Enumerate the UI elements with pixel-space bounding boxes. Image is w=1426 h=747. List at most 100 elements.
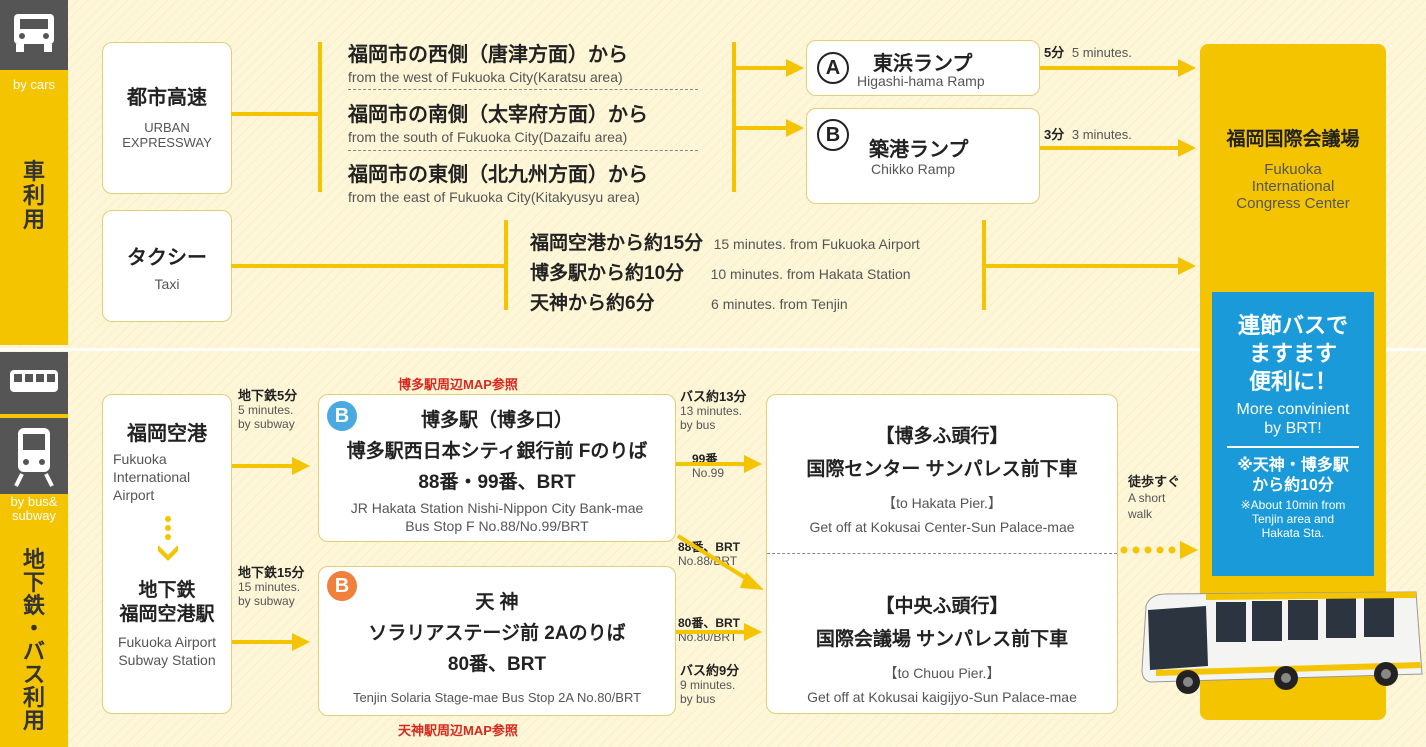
no80-line xyxy=(676,630,746,634)
subway-station-jp-1: 地下鉄 xyxy=(138,580,196,601)
bus9-label: バス約9分 9 minutes. by bus xyxy=(680,663,740,707)
tenjin-stop-en-1: Tenjin Solaria Stage-mae Bus Stop 2A No.… xyxy=(352,690,642,705)
brt-en-1: More convinient xyxy=(1236,401,1350,418)
hakata-map-ref[interactable]: 博多駅周辺MAP参照 xyxy=(398,377,518,392)
destination-en-3: Congress Center xyxy=(1236,195,1350,212)
hakata-pier-en-2: Get off at Kokusai Center-Sun Palace-mae xyxy=(809,519,1075,535)
tenjin-map-ref[interactable]: 天神駅周辺MAP参照 xyxy=(398,723,518,738)
bus-label-en: by bus& subway xyxy=(0,495,68,523)
tenjin-stop-jp-2: ソラリアステージ前 2Aのりば xyxy=(368,623,626,644)
subway15-en-1: 15 minutes. xyxy=(238,580,301,594)
walk-en-1: A short xyxy=(1128,491,1166,505)
chuou-pier-en-2: Get off at Kokusai kaigijyo-Sun Palace-m… xyxy=(807,689,1077,705)
taxi-time-airport-jp: 福岡空港から約15分 xyxy=(530,233,704,254)
hakata-stop-jp-1: 博多駅（博多口） xyxy=(420,410,573,431)
hakata-stop-jp-3: 88番・99番、BRT xyxy=(418,472,576,493)
hakata-pier-jp-1: 【博多ふ頭行】 xyxy=(875,426,1009,447)
airport-box: 福岡空港 Fukuoka International Airport 地下鉄 福… xyxy=(102,394,232,714)
ramp-b-jp: 築港ランプ xyxy=(869,139,969,161)
hakata-stop-jp-2: 博多駅西日本シティ銀行前 Fのりば xyxy=(346,441,648,462)
route-east: 福岡市の東側（北九州方面）から from the east of Fukuoka… xyxy=(348,158,728,205)
down-dotted-arrow-icon xyxy=(158,516,178,561)
taxi-vertical-right xyxy=(982,220,986,310)
destination-label: 福岡国際会議場 Fukuoka International Congress C… xyxy=(1200,124,1386,212)
no99-en: No.99 xyxy=(692,466,725,480)
subway-station-en-1: Fukuoka Airport xyxy=(117,634,217,650)
routes-vertical-right xyxy=(732,42,736,192)
ramp-a-to-dest-arrow xyxy=(1178,59,1196,77)
subway15-label: 地下鉄15分 15 minutes. by subway xyxy=(238,565,305,609)
bus9-jp: バス約9分 xyxy=(680,663,740,678)
bus13-label: バス約13分 13 minutes. by bus xyxy=(680,390,746,433)
urban-expressway-box: 都市高速 URBAN EXPRESSWAY xyxy=(102,42,232,194)
taxi-time-hakata-en: 10 minutes. from Hakata Station xyxy=(710,266,911,282)
ramp-a-time-en: 5 minutes. xyxy=(1071,45,1132,60)
subway-station-en-2: Subway Station xyxy=(118,652,216,668)
taxi-time-airport: 福岡空港から約15分 15 minutes. from Fukuoka Airp… xyxy=(530,228,920,255)
bus-sidebar: by bus& subway 地下鉄・バス利用 xyxy=(0,352,68,747)
hakata-stop-mark: B xyxy=(327,401,357,431)
route-south: 福岡市の南側（太宰府方面）から from the south of Fukuok… xyxy=(348,98,728,145)
bus-icon xyxy=(10,370,58,392)
subway5-line xyxy=(232,464,294,468)
routes-vertical-left xyxy=(318,42,322,192)
chuou-pier-jp-1: 【中央ふ頭行】 xyxy=(875,596,1009,617)
taxi-time-hakata-jp: 博多駅から約10分 xyxy=(530,263,685,284)
bus9-en-2: by bus xyxy=(680,692,716,706)
bus-label-jp: 地下鉄・バス利用 xyxy=(22,547,45,733)
subway5-jp: 地下鉄5分 xyxy=(238,388,298,403)
subway15-jp: 地下鉄15分 xyxy=(238,565,305,580)
no99-label: 99番 No.99 xyxy=(692,452,724,480)
no88-diagonal-arrow xyxy=(676,534,764,590)
ramp-b-time-en: 3 minutes. xyxy=(1071,127,1132,142)
ramp-b-time: 3分 3 minutes. xyxy=(1044,124,1132,143)
taxi-box: タクシー Taxi xyxy=(102,210,232,322)
subway5-en-2: by subway xyxy=(238,417,295,431)
ramp-a-box: A 東浜ランプ Higashi-hama Ramp xyxy=(806,40,1040,96)
destination-en-2: International xyxy=(1251,178,1335,195)
urban-connector xyxy=(231,112,321,116)
pier-box: 【博多ふ頭行】 国際センター サンパレス前下車 【to Hakata Pier.… xyxy=(766,394,1118,714)
ramp-b-box: B 築港ランプ Chikko Ramp xyxy=(806,108,1040,204)
train-icon-box xyxy=(0,418,68,494)
ramp-b-mark: B xyxy=(817,119,849,151)
tenjin-stop-jp-1: 天 神 xyxy=(475,592,519,613)
taxi-time-tenjin: 天神から約6分 6 minutes. from Tenjin xyxy=(530,288,848,315)
ramp-a-time-jp: 5分 xyxy=(1044,45,1065,60)
cars-label-en: by cars xyxy=(13,77,55,92)
subway-station-jp: 地下鉄 福岡空港駅 xyxy=(103,579,231,627)
route-west: 福岡市の西側（唐津方面）から from the west of Fukuoka … xyxy=(348,38,728,85)
hakata-pier-jp-2: 国際センター サンパレス前下車 xyxy=(806,459,1078,480)
taxi-to-dest-line xyxy=(986,264,1180,268)
bus13-en-2: by bus xyxy=(680,418,716,432)
subway15-line xyxy=(232,640,294,644)
to-ramp-b-arrow xyxy=(786,119,804,137)
to-ramp-b-line xyxy=(736,126,788,130)
ramp-a-en: Higashi-hama Ramp xyxy=(857,73,985,89)
route-divider-2 xyxy=(348,150,698,151)
subway5-arrow xyxy=(292,457,310,475)
airport-en-3: Airport xyxy=(113,487,155,503)
airport-en-2: International xyxy=(113,469,191,485)
hakata-stop-en-1: JR Hakata Station Nishi-Nippon City Bank… xyxy=(350,500,644,516)
route-west-en: from the west of Fukuoka City(Karatsu ar… xyxy=(348,69,623,85)
brt-note-en-2: Tenjin area and xyxy=(1251,512,1335,526)
bus-label-en-1: by bus& xyxy=(10,494,58,509)
airport-en-1: Fukuoka xyxy=(113,451,167,467)
to-ramp-a-arrow xyxy=(786,59,804,77)
route-east-jp: 福岡市の東側（北九州方面）から xyxy=(348,164,648,186)
ramp-a-jp: 東浜ランプ xyxy=(873,53,973,75)
ramp-b-to-dest-arrow xyxy=(1178,139,1196,157)
subway-station-en: Fukuoka Airport Subway Station xyxy=(103,633,231,669)
brt-en-2: by BRT! xyxy=(1264,420,1322,437)
subway15-arrow xyxy=(292,633,310,651)
urban-jp: 都市高速 xyxy=(127,87,207,109)
walk-dotted-arrow-icon xyxy=(1120,541,1198,559)
taxi-time-hakata: 博多駅から約10分 10 minutes. from Hakata Statio… xyxy=(530,258,911,285)
ramp-b-to-dest-line xyxy=(1040,146,1180,150)
brt-note-en-3: Hakata Sta. xyxy=(1261,526,1325,540)
route-west-jp: 福岡市の西側（唐津方面）から xyxy=(348,44,628,66)
taxi-to-dest-arrow xyxy=(1178,257,1196,275)
chuou-pier-en-1: 【to Chuou Pier.】 xyxy=(883,665,1001,681)
walk-label: 徒歩すぐ A short walk xyxy=(1128,474,1180,522)
